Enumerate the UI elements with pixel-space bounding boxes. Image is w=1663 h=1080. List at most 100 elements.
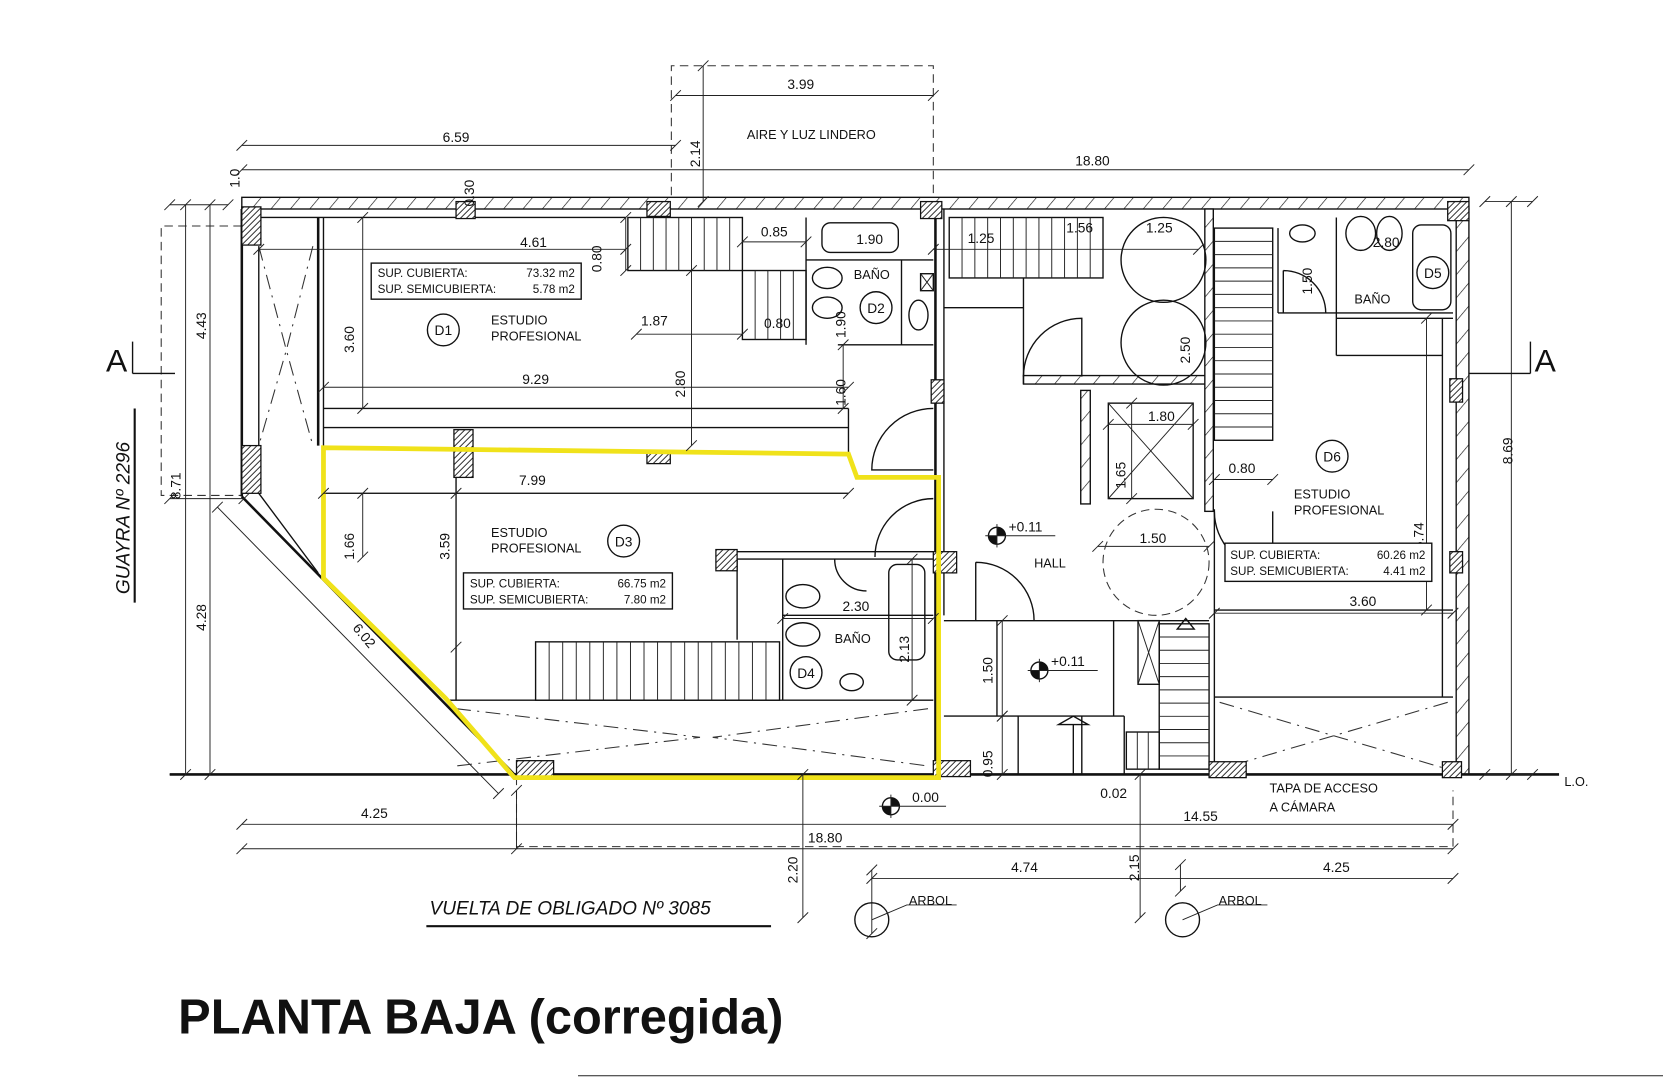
unit-tag-d1: D1 bbox=[435, 323, 453, 338]
dimension-label: 8.71 bbox=[168, 472, 183, 499]
dimension-label: 1.87 bbox=[641, 314, 668, 329]
aire-luz-label: AIRE Y LUZ LINDERO bbox=[747, 127, 876, 142]
sup-cubierta-value: 60.26 m2 bbox=[1377, 549, 1426, 562]
sup-cubierta-value: 66.75 m2 bbox=[617, 578, 666, 591]
dimension-label: 1.25 bbox=[968, 231, 995, 246]
dimension-label: 2.13 bbox=[897, 636, 912, 663]
level-label: 0.00 bbox=[912, 790, 939, 805]
room-name: PROFESIONAL bbox=[491, 541, 581, 556]
dimension-label: 18.80 bbox=[1075, 153, 1110, 168]
hall-label: HALL bbox=[1034, 556, 1066, 571]
section-mark-left: A bbox=[106, 342, 128, 378]
dimension-label: 2.14 bbox=[688, 140, 703, 167]
stair-run bbox=[1125, 731, 1160, 770]
sup-semicubierta-label: SUP. SEMICUBIERTA: bbox=[1230, 565, 1349, 578]
dimension-label: 3.60 bbox=[1349, 594, 1376, 609]
sanitary-fixtures bbox=[785, 215, 1452, 692]
sup-semicubierta-value: 5.78 m2 bbox=[533, 283, 575, 296]
street-left: GUAYRA Nº 2296 bbox=[113, 441, 134, 594]
unit-tags: D1 ESTUDIO PROFESIONAL D2 BAÑO D3 ESTUDI… bbox=[426, 256, 1450, 690]
tree-label: ARBOL bbox=[909, 893, 952, 908]
room-name: PROFESIONAL bbox=[1294, 503, 1384, 518]
level-marks: +0.11 +0.11 0.00 bbox=[879, 520, 1196, 818]
unit-tag-d5: D5 bbox=[1424, 266, 1442, 281]
dimension-label: 6.59 bbox=[443, 130, 470, 145]
dimension-label: 2.20 bbox=[786, 856, 801, 883]
room-name: ESTUDIO bbox=[1294, 487, 1351, 502]
stair-run bbox=[1158, 623, 1210, 770]
room-name: BAÑO bbox=[835, 631, 871, 646]
stairs bbox=[534, 216, 1274, 770]
dimension-label: 2.80 bbox=[673, 370, 688, 397]
dimension-label: 2.80 bbox=[1373, 235, 1400, 250]
area-box-d6: SUP. CUBIERTA: 60.26 m2 SUP. SEMICUBIERT… bbox=[1224, 542, 1433, 583]
unit-tag-d4: D4 bbox=[797, 666, 815, 681]
area-box-d1: SUP. CUBIERTA: 73.32 m2 SUP. SEMICUBIERT… bbox=[370, 262, 582, 300]
dimension-label: 3.99 bbox=[787, 77, 814, 92]
dimension-label: 3.59 bbox=[438, 533, 453, 560]
sup-semicubierta-value: 4.41 m2 bbox=[1383, 565, 1425, 578]
dimension-label: 0.95 bbox=[981, 750, 996, 777]
page-title: PLANTA BAJA (corregida) bbox=[178, 990, 783, 1044]
turning-circle bbox=[1102, 508, 1210, 616]
stair-run bbox=[741, 269, 807, 341]
walls bbox=[169, 196, 1560, 776]
tree-icon bbox=[854, 902, 890, 938]
dimension-label: 4.25 bbox=[1323, 860, 1350, 875]
dimension-label: 1.25 bbox=[1146, 220, 1173, 235]
dimension-label: 1.50 bbox=[1139, 531, 1166, 546]
dimension-label: 1.90 bbox=[833, 311, 848, 338]
sup-semicubierta-label: SUP. SEMICUBIERTA: bbox=[378, 283, 497, 296]
street-bottom: VUELTA DE OBLIGADO Nº 3085 bbox=[430, 898, 712, 919]
room-name: BAÑO bbox=[854, 267, 890, 282]
room-name: BAÑO bbox=[1354, 291, 1390, 306]
dimension-label: 4.43 bbox=[194, 312, 209, 339]
unit-tag-d3: D3 bbox=[615, 534, 633, 549]
dimension-label: 0.80 bbox=[764, 316, 791, 331]
section-mark-right: A bbox=[1535, 342, 1557, 378]
reference-outlines bbox=[160, 65, 1454, 848]
dimension-label: 1.60 bbox=[833, 379, 848, 406]
room-name: ESTUDIO bbox=[491, 313, 548, 328]
dimension-label: 9.29 bbox=[522, 372, 549, 387]
area-box-d3: SUP. CUBIERTA: 66.75 m2 SUP. SEMICUBIERT… bbox=[462, 572, 674, 610]
level-label: +0.11 bbox=[1009, 520, 1043, 535]
sup-cubierta-label: SUP. CUBIERTA: bbox=[470, 578, 560, 591]
dimension-label: 1.80 bbox=[1148, 409, 1175, 424]
dimension-label: 5.74 bbox=[1411, 522, 1426, 549]
dimension-label: 1.50 bbox=[981, 657, 996, 684]
sup-semicubierta-label: SUP. SEMICUBIERTA: bbox=[470, 594, 589, 607]
tapa-label: A CÁMARA bbox=[1270, 800, 1336, 815]
dimension-label: 1.66 bbox=[342, 533, 357, 560]
garage-markings bbox=[258, 245, 1448, 770]
section-marks: A A bbox=[106, 341, 1557, 378]
dimension-label: 7.99 bbox=[519, 473, 546, 488]
dimension-label: 4.74 bbox=[1011, 860, 1038, 875]
tapa-label: TAPA DE ACCESO bbox=[1270, 780, 1378, 795]
dimension-label: 4.25 bbox=[361, 806, 388, 821]
dimension-label: 4.28 bbox=[194, 604, 209, 631]
dimension-label: 0.80 bbox=[589, 245, 604, 272]
dimension-label: 1.65 bbox=[1113, 462, 1128, 489]
unit-tag-d2: D2 bbox=[867, 301, 885, 316]
elevator bbox=[919, 273, 1194, 685]
dimension-label: 1.90 bbox=[856, 232, 883, 247]
dimension-label: 8.69 bbox=[1500, 437, 1515, 464]
lo-label: L.O. bbox=[1564, 774, 1588, 789]
dimension-label: 14.55 bbox=[1183, 809, 1218, 824]
stair-run bbox=[627, 216, 744, 272]
highlight-outline-d3 bbox=[321, 445, 942, 781]
dimension-label: 2.30 bbox=[842, 599, 869, 614]
tree-icon bbox=[1164, 902, 1201, 938]
dimension-label: 3.60 bbox=[342, 326, 357, 353]
dimension-label: 0.85 bbox=[761, 225, 788, 240]
sup-cubierta-label: SUP. CUBIERTA: bbox=[1230, 549, 1320, 562]
dimension-label: 1.0 bbox=[228, 168, 243, 187]
dimension-label: 1.50 bbox=[1300, 267, 1315, 294]
dimension-label: 2.50 bbox=[1178, 336, 1193, 363]
sup-cubierta-value: 73.32 m2 bbox=[526, 267, 575, 280]
tree-label: ARBOL bbox=[1219, 893, 1262, 908]
dimension-lines bbox=[164, 60, 1539, 940]
